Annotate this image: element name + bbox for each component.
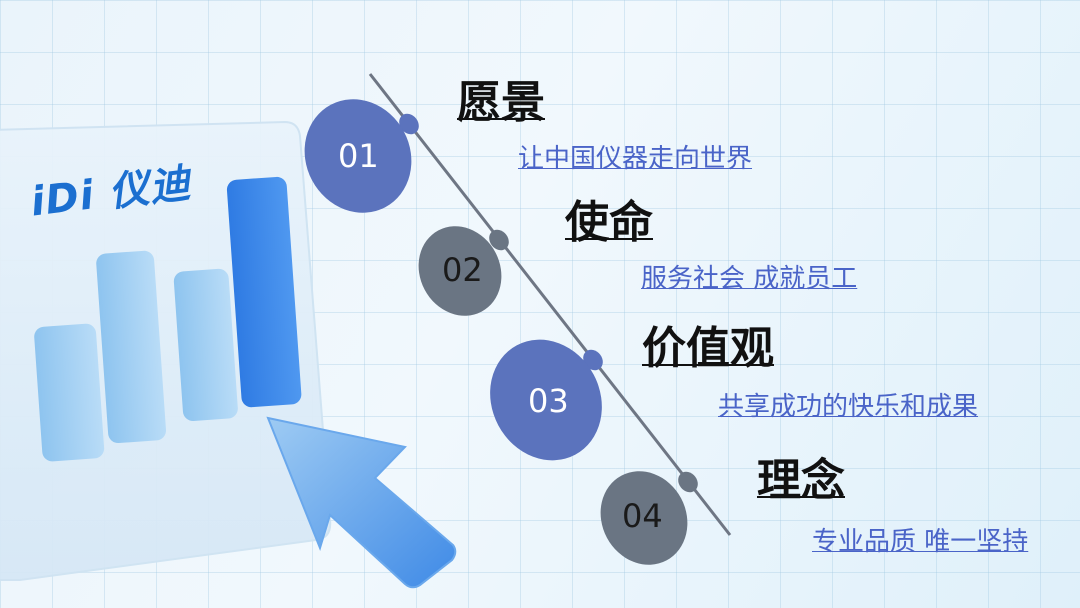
bar-4 [226, 176, 302, 408]
blob-02 [418, 226, 502, 316]
item-link-mission[interactable]: 服务社会 成就员工 [641, 264, 858, 294]
bars [34, 176, 302, 462]
item-number-01: 01 [338, 137, 379, 175]
item-number-03: 03 [528, 382, 569, 420]
blob-04 [600, 471, 688, 565]
item-link-values[interactable]: 共享成功的快乐和成果 [718, 392, 979, 422]
item-link-vision[interactable]: 让中国仪器走向世界 [518, 144, 753, 174]
timeline-line [368, 73, 732, 536]
bar-1 [34, 323, 105, 462]
item-link-philosophy[interactable]: 专业品质 唯一坚持 [812, 527, 1029, 557]
timeline-nodes [399, 113, 698, 493]
blob-01 [304, 99, 412, 213]
item-heading-mission: 使命 [565, 197, 653, 248]
cursor-arrow-icon [266, 416, 457, 589]
item-heading-values: 价值观 [642, 323, 774, 374]
item-heading-vision: 愿景 [457, 77, 545, 128]
bar-3 [173, 268, 238, 422]
item-number-04: 04 [622, 497, 663, 535]
bar-2 [96, 250, 167, 444]
blob-03 [490, 339, 602, 461]
item-number-02: 02 [442, 251, 483, 289]
item-heading-philosophy: 理念 [757, 455, 845, 506]
